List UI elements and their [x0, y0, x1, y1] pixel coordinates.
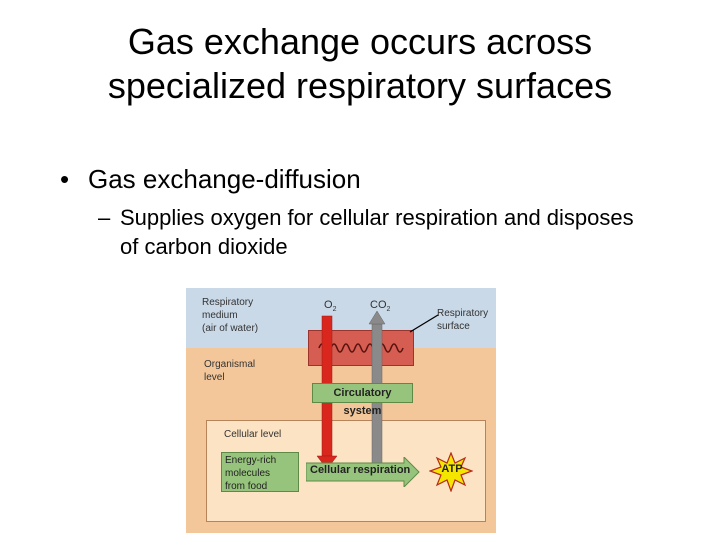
atp-label: ATP [441, 463, 463, 475]
organismal-level-label: Organismal level [204, 359, 256, 383]
bullet-1-text: Gas exchange-diffusion [88, 164, 361, 194]
dash-marker: – [98, 205, 111, 230]
bullet-level-2: – Supplies oxygen for cellular respirati… [98, 203, 658, 261]
atp-starburst-icon [429, 452, 473, 492]
food-molecules-box: Energy-rich molecules from food [221, 452, 299, 492]
capillary-wave [318, 343, 404, 353]
slide-title: Gas exchange occurs across specialized r… [0, 20, 720, 108]
bullet-marker: • [60, 164, 70, 194]
respiratory-surface-label: Respiratory surface [437, 308, 489, 332]
o2-label: O2 [324, 299, 337, 313]
co2-arrow-head [368, 310, 386, 325]
respiratory-medium-label: Respiratory medium (air of water) [202, 297, 259, 334]
cellular-respiration-label: Cellular respiration [310, 464, 411, 476]
co2-label: CO2 [370, 299, 391, 313]
gas-exchange-diagram: Respiratory medium (air of water) O2 CO2… [186, 288, 496, 533]
cellular-respiration-arrow [306, 457, 420, 487]
circulatory-system-box: Circulatory system [312, 383, 413, 417]
bullet-2-text: Supplies oxygen for cellular respiration… [120, 205, 634, 259]
arrows-layer [316, 310, 439, 470]
title-line-1: Gas exchange occurs across [127, 21, 593, 62]
cellular-level-label: Cellular level [224, 429, 282, 440]
bullet-level-1: • Gas exchange-diffusion [60, 162, 361, 196]
title-line-2: specialized respiratory surfaces [107, 65, 613, 106]
